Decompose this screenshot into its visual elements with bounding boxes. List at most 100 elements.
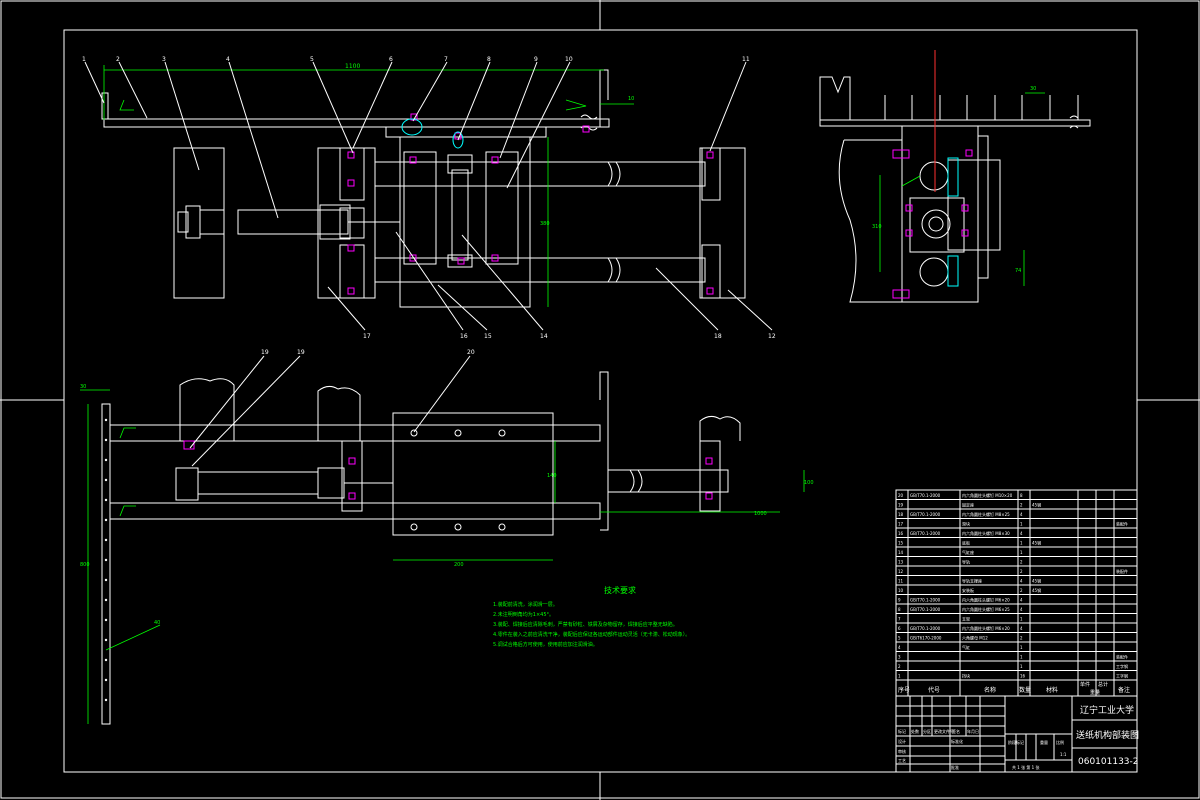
bom-header-name: 名称	[984, 686, 996, 694]
front-view: 30 800 140 100 200 1000 40 19 19 20	[80, 349, 814, 725]
bom-cell: 工字钢	[1116, 663, 1128, 669]
bom-cell: 45钢	[1032, 502, 1041, 508]
bom-cell: 8	[898, 607, 901, 612]
tb-count: 处数	[911, 728, 919, 734]
balloon-19b: 19	[297, 349, 305, 356]
bom-cell: 2	[1020, 560, 1023, 565]
bom-cell: 安装板	[962, 587, 974, 593]
bom-header-weight: 重量	[1090, 689, 1100, 696]
bom-cell: 装配件	[1116, 521, 1128, 527]
bom-cell: 固定座	[962, 502, 974, 508]
balloon-9: 9	[534, 56, 538, 63]
tb-std: 标准化	[951, 738, 963, 744]
tb-design: 设计	[898, 738, 906, 744]
bom-cell: 内六角圆柱头螺钉 M6×20	[962, 597, 1010, 603]
bom-cell: 工字钢	[1116, 673, 1128, 679]
tb-drawing-number: 060101133-2	[1078, 757, 1139, 767]
bom-cell: 20	[898, 493, 904, 498]
bom-header-total: 总计	[1098, 681, 1108, 688]
bom-cell: 15	[898, 541, 904, 546]
bom-cell: 内六角圆柱头螺钉 M6×20	[962, 625, 1010, 631]
dim-front-right2: 40	[154, 620, 160, 626]
bom-cell: 14	[898, 550, 904, 555]
bom-cell: 11	[898, 579, 904, 584]
dim-top-height: 380	[540, 221, 550, 227]
bom-cell: 6	[898, 626, 901, 631]
bom-cell: 1	[1020, 617, 1023, 622]
bom-cell: 1	[1020, 655, 1023, 660]
bom-header-code: 代号	[928, 686, 940, 694]
dim-front-left: 30	[80, 384, 86, 390]
tb-mark: 标记	[898, 728, 906, 734]
bom-cell: 45钢	[1032, 578, 1041, 584]
tb-drawing-title: 送纸机构部装图	[1076, 729, 1139, 741]
bom-cell: 内六角圆柱头螺钉 M8×25	[962, 511, 1010, 517]
bom-cell: 2	[1020, 503, 1023, 508]
bom-cell: 1	[898, 674, 901, 679]
bom-cell: 1	[1020, 645, 1023, 650]
bom-cell: 2	[1020, 636, 1023, 641]
bom-header-no: 序号	[898, 686, 910, 694]
tb-sheet-info: 共 1 张 第 1 张	[1012, 764, 1039, 770]
bom-cell: 16	[1020, 674, 1026, 679]
balloon-3: 3	[162, 56, 166, 63]
balloon-14: 14	[540, 333, 548, 340]
bom-cell: 滑块	[962, 521, 970, 527]
tb-process: 工艺	[898, 758, 906, 763]
bom-cell: 2	[898, 664, 901, 669]
bom-cell: 4	[1020, 607, 1023, 612]
bom-cell: GB/T70.1-2000	[910, 512, 941, 517]
bom-cell: 18	[898, 512, 904, 517]
top-view: 1100 10 380 1 2 3 4 5	[82, 56, 776, 340]
bom-cell: 气缸	[962, 644, 970, 650]
bom-cell: GB/T70.1-2000	[910, 493, 941, 498]
dim-top-right: 10	[628, 96, 634, 102]
tb-stage: 阶段标记	[1008, 739, 1024, 745]
title-block: 辽宁工业大学 送纸机构部装图 060101133-2 阶段标记 重量 比例 1:…	[895, 695, 1139, 773]
bom-cell: 1	[1020, 550, 1023, 555]
bom-cell: 内六角圆柱头螺钉 M8×30	[962, 530, 1010, 536]
bom-cell: 底板	[962, 540, 970, 546]
balloon-2: 2	[116, 56, 120, 63]
bom-cell: 16	[898, 531, 904, 536]
bom-cell: 支架	[962, 616, 970, 622]
tb-weight: 重量	[1040, 739, 1048, 745]
balloon-5: 5	[310, 56, 314, 63]
bom-header-unit: 单件	[1080, 681, 1090, 688]
tb-date: 年月日	[967, 728, 979, 734]
balloon-16: 16	[460, 333, 468, 340]
dim-front-bottom: 200	[454, 562, 464, 568]
balloon-1: 1	[82, 56, 86, 63]
tb-zone: 分区	[923, 728, 931, 734]
bom-cell: 2	[1020, 569, 1023, 574]
bom-cell: 17	[898, 522, 904, 527]
balloon-17: 17	[363, 333, 371, 340]
bom-cell: 45钢	[1032, 540, 1041, 546]
bom-cell: 4	[1020, 579, 1023, 584]
dim-front-mid: 140	[547, 473, 557, 479]
side-view: 310 74 30	[819, 50, 1091, 303]
notes-heading: 技术要求	[604, 585, 636, 595]
note-3: 3.装配、焊接后应清除毛刺，严禁有砂粒、铁屑及杂物留存，焊接后应平整无缺陷。	[493, 621, 678, 628]
bom-cell: GB/T70.1-2000	[910, 626, 941, 631]
bom-header-remark: 备注	[1118, 686, 1130, 694]
dim-front-width: 1000	[754, 511, 767, 517]
bom-cell: 4	[898, 645, 901, 650]
balloon-4: 4	[226, 56, 230, 63]
note-4: 4.零件在装入之前应清洗干净，装配后应保证各运动部件运动灵活（无卡滞、松动现象）…	[493, 631, 690, 638]
note-1: 1.装配前清洗，涂润滑一层。	[493, 601, 558, 608]
bom-cell: 装配件	[1116, 568, 1128, 574]
bom-cell: 1	[1020, 522, 1023, 527]
balloon-6: 6	[389, 56, 393, 63]
balloon-11: 11	[742, 56, 750, 63]
balloon-19a: 19	[261, 349, 269, 356]
bom-cell: 10	[898, 588, 904, 593]
bom-cell: 4	[1020, 512, 1023, 517]
balloon-20: 20	[467, 349, 475, 356]
balloon-10: 10	[565, 56, 573, 63]
bom-cell: 4	[1020, 598, 1023, 603]
bom-cell: 4	[1020, 531, 1023, 536]
bom-cell: GB/T6170-2000	[910, 636, 942, 641]
